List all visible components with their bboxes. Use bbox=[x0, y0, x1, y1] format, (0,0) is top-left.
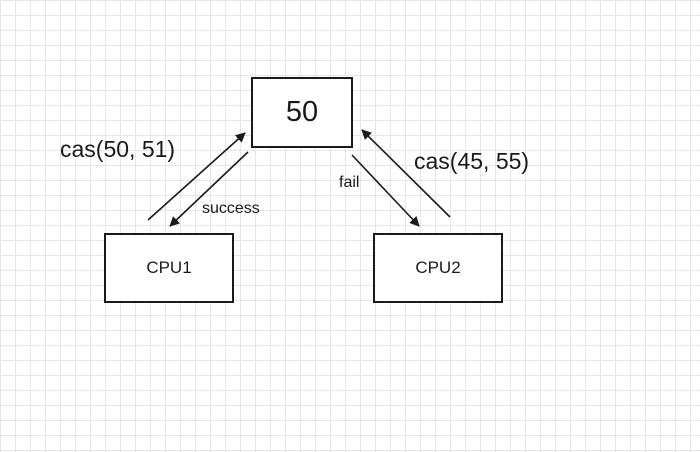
cpu1-box: CPU1 bbox=[104, 233, 234, 303]
fail-label: fail bbox=[339, 174, 360, 191]
cpu2-box: CPU2 bbox=[373, 233, 503, 303]
cpu1-label: CPU1 bbox=[146, 258, 192, 277]
arrow-value-to-cpu2 bbox=[351, 154, 420, 227]
success-label: success bbox=[202, 200, 260, 217]
cpu2-label: CPU2 bbox=[415, 258, 461, 277]
arrow-value-to-cpu1 bbox=[169, 151, 249, 227]
cpu2-cas-label: cas(45, 55) bbox=[414, 148, 530, 174]
arrow-cpu2-to-value bbox=[361, 129, 451, 218]
arrow-cpu1-to-value bbox=[147, 132, 246, 221]
shared-value-text: 50 bbox=[285, 96, 319, 128]
shared-value-box: 50 bbox=[251, 77, 353, 148]
cpu1-cas-label: cas(50, 51) bbox=[60, 136, 176, 162]
